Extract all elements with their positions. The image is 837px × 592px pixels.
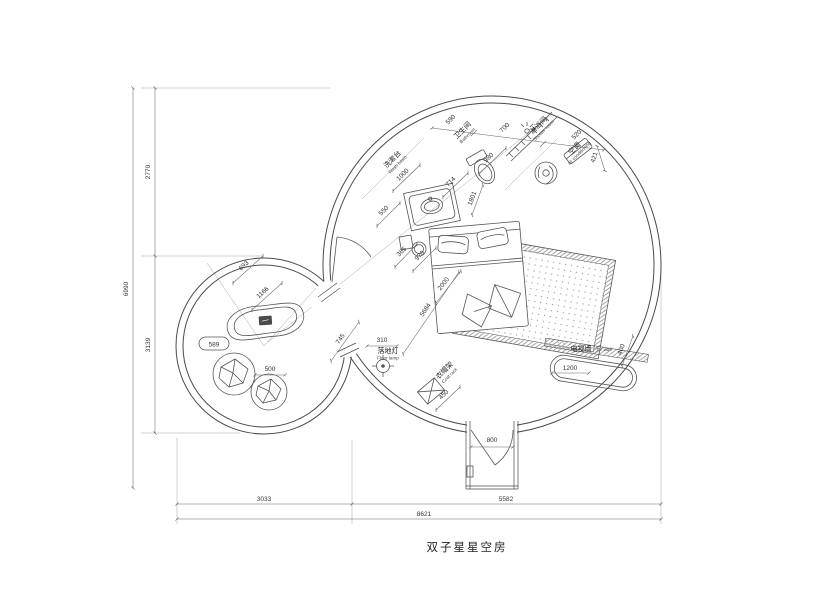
dim-590: 590 [445, 113, 458, 126]
dim-1166: 1166 [255, 285, 270, 300]
dim-6990: 6990 [123, 281, 130, 296]
interior-dimension-lines [232, 126, 635, 449]
label-tv-wall-en: TV wall [596, 347, 611, 352]
dim-3033: 3033 [257, 496, 272, 503]
dim-2770: 2770 [145, 164, 152, 179]
dim-3139: 3139 [145, 337, 152, 352]
floor-lamp [372, 355, 394, 377]
label-floor-lamp-en: Floor lamp [377, 356, 399, 361]
dim-800: 800 [487, 437, 498, 444]
dim-8621: 8621 [417, 511, 432, 518]
dim-1000: 1000 [395, 167, 410, 182]
dim-714: 714 [445, 175, 458, 188]
dim-1200: 1200 [563, 365, 578, 372]
dim-5684: 5684 [419, 302, 433, 318]
wash-basin-counter [403, 182, 461, 232]
dim-500: 500 [265, 366, 276, 373]
beanbag-seat [250, 373, 288, 411]
dim-550: 550 [378, 204, 391, 217]
shower-enclosure [505, 111, 558, 162]
pillow [476, 227, 509, 249]
entrance-vestibule [465, 421, 519, 490]
dim-1801: 1801 [467, 190, 479, 206]
drawing-title: 双子星星空房 [427, 540, 508, 554]
boundary-dimension-lines [131, 86, 663, 521]
dim-5582: 5582 [499, 496, 514, 503]
label-tv-wall-cn: 电视墙 [571, 344, 592, 353]
dim-421: 421 [590, 151, 600, 164]
bathtub [549, 354, 637, 392]
beanbag-seat [212, 352, 256, 396]
kidney-table [226, 302, 305, 341]
dim-700: 700 [499, 121, 512, 134]
dim-365: 365 [396, 245, 409, 258]
label-floor-lamp-cn: 落地灯 [378, 346, 399, 355]
dim-400: 400 [616, 343, 626, 356]
dim-310: 310 [377, 337, 388, 344]
toilet [465, 149, 496, 185]
dim-980: 980 [483, 151, 496, 164]
dim-589: 589 [209, 342, 220, 349]
floor-drain-icon [534, 161, 558, 185]
pillow [437, 234, 469, 255]
junction-door [331, 236, 372, 283]
dim-589-frame [198, 336, 230, 351]
